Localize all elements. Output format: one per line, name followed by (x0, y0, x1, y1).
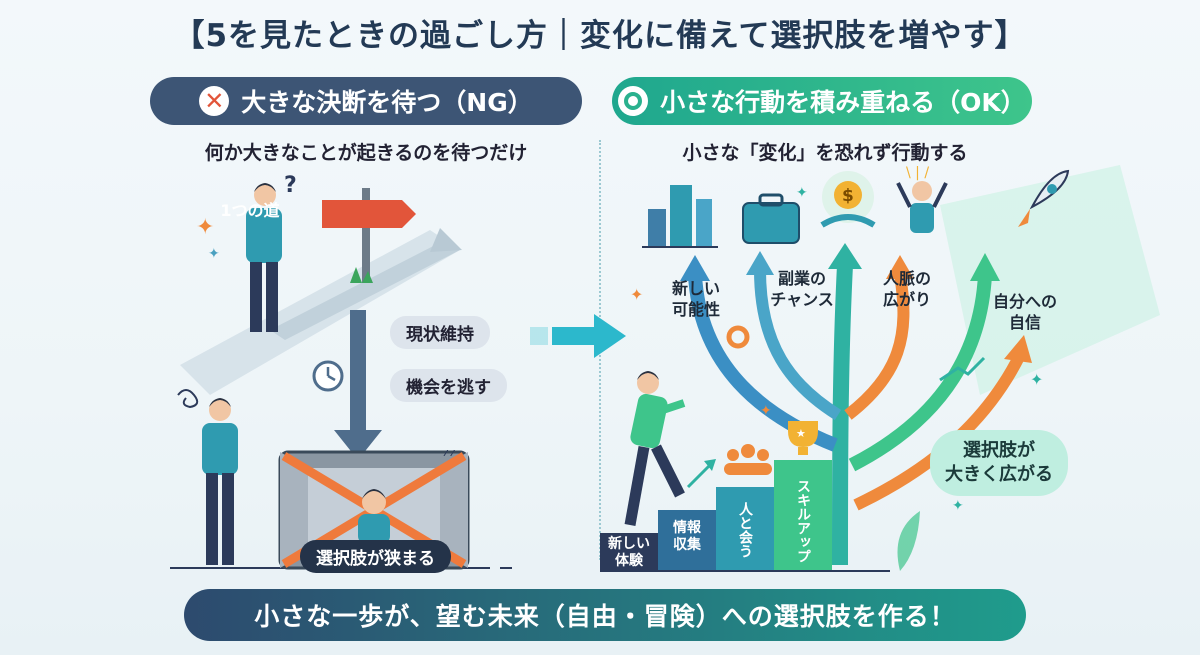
svg-text:$: $ (842, 186, 854, 206)
branch-right (848, 274, 992, 472)
sign-label: 1つの道 (220, 201, 280, 220)
road-arrow-head (430, 228, 462, 252)
circle-mark-icon (618, 86, 649, 116)
step-arrow (686, 463, 712, 489)
branch-arrow-head (1004, 335, 1032, 363)
step-3 (716, 487, 774, 571)
step-2 (658, 510, 716, 571)
result-label: 選択肢が狭まる (300, 540, 451, 573)
branch-arrow-head (746, 251, 774, 275)
ng-header-label: 大きな決断を待つ（NG） (241, 88, 533, 117)
expand-bubble: 選択肢が大きく広がる (930, 430, 1068, 496)
branch-arrow-head (828, 243, 862, 269)
signpost-pole (362, 188, 370, 283)
branch-arrow-head (680, 255, 710, 281)
branch-arrow-head (886, 255, 914, 279)
step-label-research: 情報収集 (673, 520, 701, 553)
thinking-person (177, 389, 238, 565)
step-label-meet: 人と会う (737, 502, 753, 558)
svg-text:★: ★ (796, 427, 806, 440)
branch-arrow-head (970, 253, 1000, 281)
ok-illustration: $ \ | / ✦ ✦ ✦ (600, 165, 1160, 572)
coin-hand-icon: $ (820, 171, 876, 228)
down-arrow (334, 310, 382, 460)
sparkle-icon: ✦ (760, 403, 772, 419)
tag-miss-chance: 機会を逃す (390, 369, 507, 402)
sparkle-icon: ✦ (208, 246, 220, 262)
trophy-icon: ★ (788, 421, 818, 455)
briefcase-icon (742, 193, 800, 244)
branch-label-network: 人脈の広がり (882, 269, 931, 309)
branch-label-possibility: 新しい可能性 (671, 279, 720, 319)
page-title: 【5を見たときの過ごし方｜変化に備えて選択肢を増やす】 (173, 18, 1027, 54)
branch-right-mid (844, 274, 910, 420)
branch-left-mid (754, 269, 842, 421)
sparkle-icon: ✦ (952, 498, 964, 514)
step-label-experience: 新しい体験 (608, 536, 650, 569)
ng-subtitle: 何か大きなことが起きるのを待つだけ (204, 142, 528, 164)
svg-text:⁄ ⁄: ⁄ ⁄ (443, 450, 458, 460)
road-arrow (270, 240, 460, 340)
ok-subtitle: 小さな「変化」を恐れず行動する (682, 142, 968, 164)
step-label-skillup: スキルアップ (795, 479, 811, 563)
sparkle-icon: ✦ (796, 185, 808, 201)
sparkle-icon: ✦ (630, 285, 643, 304)
clock-hand (327, 374, 336, 382)
signpost-board (322, 200, 416, 228)
ng-header: ✕ 大きな決断を待つ（NG） (150, 77, 582, 125)
transition-arrow (530, 314, 626, 358)
branch-label-confidence: 自分への自信 (992, 292, 1057, 332)
step-arrow-head (704, 459, 716, 471)
step-4 (774, 460, 832, 571)
footer-banner: 小さな一歩が、望む未来（自由・冒険）への選択肢を作る！ (184, 589, 1026, 641)
cheering-person-icon: \ | / (896, 165, 948, 233)
branch-center (832, 264, 853, 566)
glow (940, 165, 1160, 395)
sparkle-icon: ✦ (1030, 370, 1043, 389)
sparkle-icon: ✦ (196, 215, 214, 240)
standing-person: ? (246, 173, 297, 332)
step-1 (600, 533, 658, 571)
ng-illustration: ✦ ✦ ? (170, 173, 512, 569)
leaf-icon (897, 511, 920, 571)
gear-icon (726, 325, 750, 349)
people-icon (724, 444, 772, 475)
rocket-icon (1018, 169, 1070, 227)
x-mark-icon: ✕ (199, 86, 230, 116)
walking-person (624, 371, 686, 526)
ok-header: 小さな行動を積み重ねる（OK） (612, 77, 1032, 125)
branch-label-side-job: 副業のチャンス (770, 269, 834, 309)
svg-text:?: ? (284, 173, 297, 198)
city-icon (642, 185, 718, 248)
ok-header-label: 小さな行動を積み重ねる（OK） (660, 88, 1026, 117)
svg-text:\ | /: \ | / (906, 165, 929, 181)
grass-icon (350, 267, 373, 283)
trend-line-icon (939, 356, 986, 382)
tag-status-quo: 現状維持 (390, 316, 490, 349)
